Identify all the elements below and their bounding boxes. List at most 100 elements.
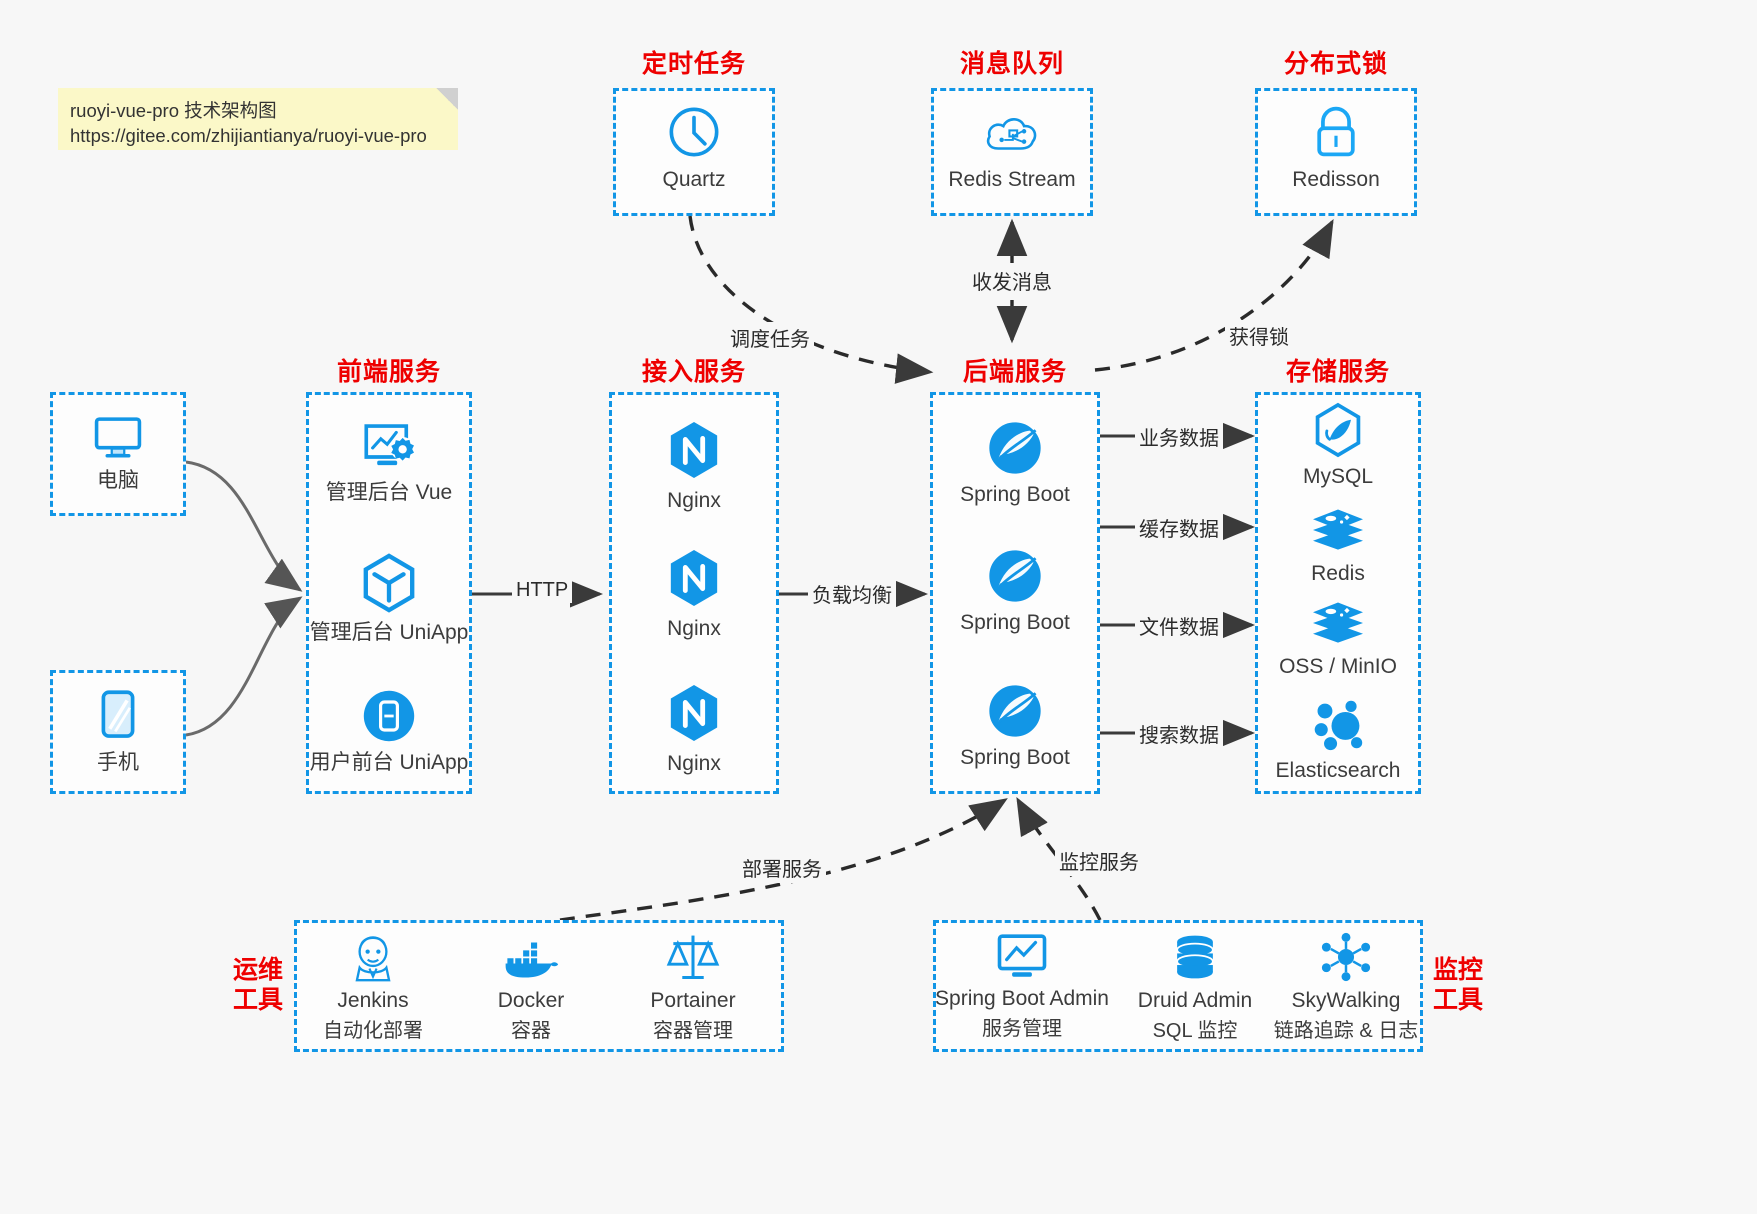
node-label-desktop: 电脑 xyxy=(97,469,139,492)
group-title-message-queue: 消息队列 xyxy=(959,50,1064,78)
edge-label-acquire-lock: 获得锁 xyxy=(1225,320,1293,351)
node-label-user-uniapp: 用户前台 UniApp xyxy=(309,751,469,774)
database-cylinder-icon xyxy=(1176,935,1214,979)
group-title-ops-tools: 运维 工具 xyxy=(228,955,288,1015)
nginx-icon xyxy=(670,422,718,479)
cloud-network-icon xyxy=(986,118,1037,150)
edge-label-load-balance: 负载均衡 xyxy=(808,578,896,609)
group-title-distributed-lock: 分布式锁 xyxy=(1283,50,1388,78)
spring-boot-icon xyxy=(989,550,1041,602)
desktop-monitor-icon xyxy=(94,417,142,458)
uniapp-cube-icon xyxy=(363,553,415,613)
node-sublabel-docker: 容器 xyxy=(511,1020,551,1043)
ops-title-line2: 工具 xyxy=(232,986,283,1014)
node-oss-minio[interactable]: OSS / MinIO xyxy=(1255,598,1421,680)
node-desktop[interactable]: 电脑 xyxy=(50,412,186,494)
nginx-icon xyxy=(670,685,718,742)
node-label-nginx-3: Nginx xyxy=(667,752,721,775)
node-mobile[interactable]: 手机 xyxy=(50,688,186,776)
edge-label-business-data: 业务数据 xyxy=(1135,421,1223,452)
diagram-note: ruoyi-vue-pro 技术架构图 https://gitee.com/zh… xyxy=(58,88,458,150)
edge-label-http: HTTP xyxy=(512,578,573,603)
node-label-spring-boot-1: Spring Boot xyxy=(960,483,1070,506)
docker-whale-icon xyxy=(505,942,559,978)
node-label-portainer: Portainer xyxy=(650,989,736,1012)
group-title-storage: 存储服务 xyxy=(1285,358,1390,386)
node-admin-vue[interactable]: 管理后台 Vue xyxy=(306,420,472,506)
node-label-elasticsearch: Elasticsearch xyxy=(1275,759,1401,782)
edge-label-cache-data: 缓存数据 xyxy=(1135,512,1223,543)
node-spring-boot-1[interactable]: Spring Boot xyxy=(930,420,1100,508)
node-mysql[interactable]: MySQL xyxy=(1255,402,1421,490)
group-box-message-queue xyxy=(931,88,1093,216)
node-spring-boot-3[interactable]: Spring Boot xyxy=(930,683,1100,771)
jenkins-butler-icon xyxy=(355,936,391,982)
admin-chart-icon xyxy=(997,934,1047,977)
node-sublabel-spring-boot-admin: 服务管理 xyxy=(982,1018,1062,1041)
node-skywalking[interactable]: SkyWalking 链路追踪 & 日志 xyxy=(1262,932,1430,1043)
node-quartz[interactable]: Quartz xyxy=(613,103,775,193)
edge-label-deploy-service: 部署服务 xyxy=(738,852,826,883)
group-box-distributed-lock xyxy=(1255,88,1417,216)
edge-label-file-data: 文件数据 xyxy=(1135,610,1223,641)
group-title-scheduled-task: 定时任务 xyxy=(641,50,746,78)
group-box-ops-tools xyxy=(294,920,784,1052)
node-label-quartz: Quartz xyxy=(662,168,726,191)
group-title-frontend: 前端服务 xyxy=(336,358,441,386)
node-label-redis-stream: Redis Stream xyxy=(948,168,1076,191)
edge-label-message: 收发消息 xyxy=(968,265,1056,296)
node-redis[interactable]: Redis xyxy=(1255,505,1421,587)
node-label-admin-vue: 管理后台 Vue xyxy=(325,481,453,504)
node-label-jenkins: Jenkins xyxy=(337,989,409,1012)
node-redisson[interactable]: Redisson xyxy=(1255,103,1417,193)
note-fold-corner xyxy=(436,88,458,110)
monitor-title-line2: 工具 xyxy=(1432,986,1483,1014)
node-admin-uniapp[interactable]: 管理后台 UniApp xyxy=(306,552,472,646)
node-label-spring-boot-3: Spring Boot xyxy=(960,746,1070,769)
lock-icon xyxy=(1317,106,1355,157)
mysql-dolphin-icon xyxy=(1315,402,1361,458)
node-nginx-3[interactable]: Nginx xyxy=(609,683,779,777)
ops-title-line1: 运维 xyxy=(232,956,283,984)
note-line-url: https://gitee.com/zhijiantianya/ruoyi-vu… xyxy=(70,125,427,146)
node-elasticsearch[interactable]: Elasticsearch xyxy=(1255,698,1421,784)
node-label-spring-boot-2: Spring Boot xyxy=(960,611,1070,634)
object-storage-icon xyxy=(1313,602,1363,643)
node-nginx-2[interactable]: Nginx xyxy=(609,548,779,642)
monitor-title-line1: 监控 xyxy=(1432,956,1483,984)
node-sublabel-druid-admin: SQL 监控 xyxy=(1152,1020,1238,1043)
group-title-monitor-tools: 监控 工具 xyxy=(1428,955,1488,1015)
node-label-oss-minio: OSS / MinIO xyxy=(1279,655,1397,678)
node-sublabel-portainer: 容器管理 xyxy=(653,1020,733,1043)
node-redis-stream[interactable]: Redis Stream xyxy=(931,105,1093,193)
node-spring-boot-2[interactable]: Spring Boot xyxy=(930,548,1100,636)
node-label-mobile: 手机 xyxy=(97,751,139,774)
node-portainer[interactable]: Portainer 容器管理 xyxy=(620,932,766,1043)
node-label-docker: Docker xyxy=(497,989,565,1012)
node-label-redisson: Redisson xyxy=(1292,168,1380,191)
mobile-phone-icon xyxy=(101,690,135,738)
edge-label-schedule-task: 调度任务 xyxy=(726,322,814,353)
node-jenkins[interactable]: Jenkins 自动化部署 xyxy=(300,932,446,1043)
portainer-scales-icon xyxy=(666,935,720,980)
node-spring-boot-admin[interactable]: Spring Boot Admin 服务管理 xyxy=(935,932,1109,1041)
spring-boot-icon xyxy=(989,685,1041,737)
edge-label-search-data: 搜索数据 xyxy=(1135,718,1223,749)
spring-boot-icon xyxy=(989,422,1041,474)
node-druid-admin[interactable]: Druid Admin SQL 监控 xyxy=(1115,932,1275,1043)
node-sublabel-skywalking: 链路追踪 & 日志 xyxy=(1273,1020,1419,1043)
node-user-uniapp[interactable]: 用户前台 UniApp xyxy=(306,688,472,776)
group-title-gateway: 接入服务 xyxy=(641,358,746,386)
clock-icon xyxy=(669,107,719,157)
node-label-admin-uniapp: 管理后台 UniApp xyxy=(309,621,469,644)
elasticsearch-icon xyxy=(1314,700,1363,751)
node-nginx-1[interactable]: Nginx xyxy=(609,420,779,514)
node-label-druid-admin: Druid Admin xyxy=(1137,989,1253,1012)
node-label-nginx-2: Nginx xyxy=(667,617,721,640)
redis-stack-icon xyxy=(1313,509,1363,550)
edge-label-monitor-service: 监控服务 xyxy=(1055,845,1143,876)
nginx-icon xyxy=(670,550,718,607)
node-docker[interactable]: Docker 容器 xyxy=(458,938,604,1043)
node-label-skywalking: SkyWalking xyxy=(1291,989,1401,1012)
